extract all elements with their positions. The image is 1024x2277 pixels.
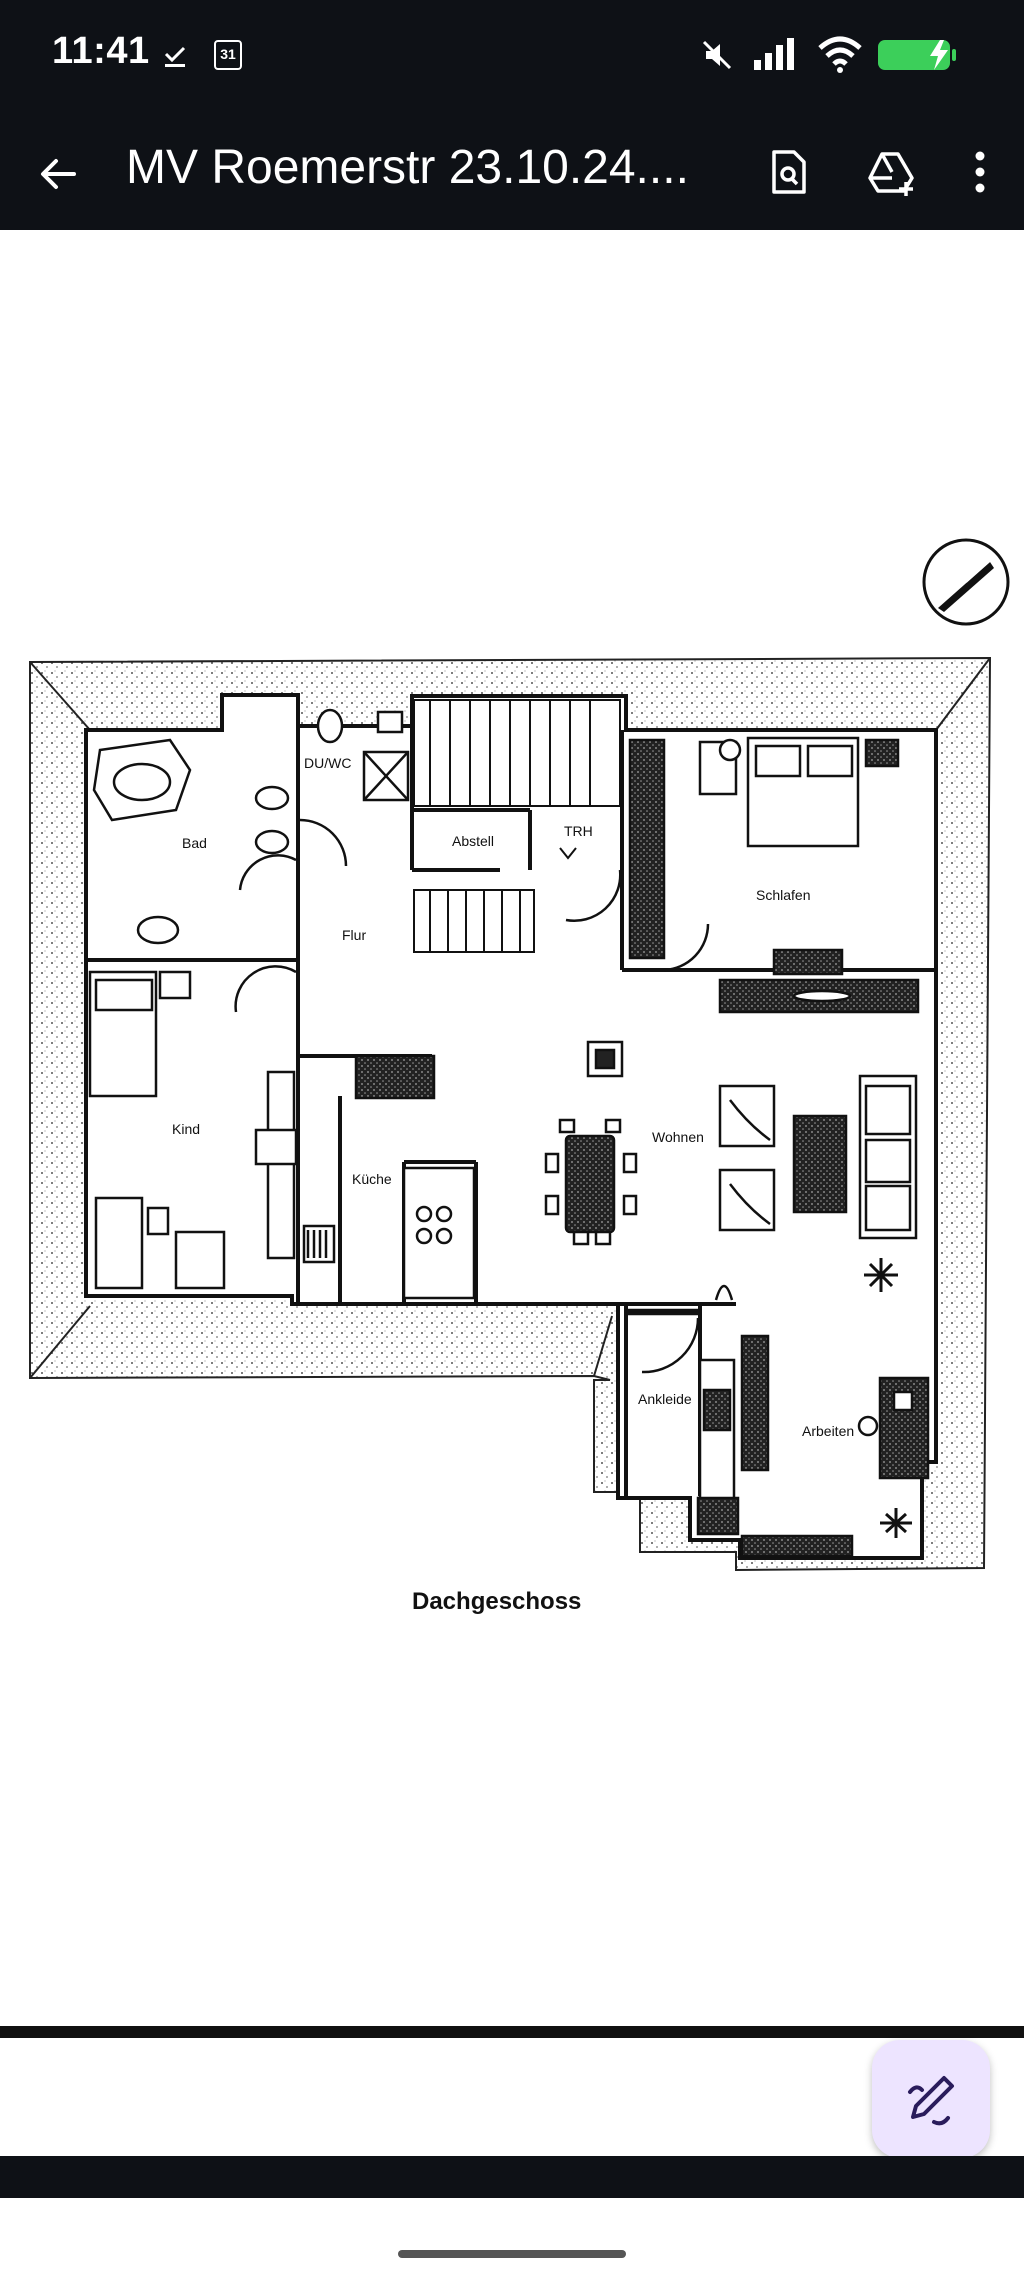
mute-icon: [702, 40, 732, 70]
north-arrow-icon: [922, 538, 1010, 626]
back-arrow-icon[interactable]: [28, 144, 88, 204]
room-label-wohnen: Wohnen: [652, 1129, 704, 1145]
app-bar: MV Roemerstr 23.10.24....: [0, 112, 1024, 230]
status-time: 11:41: [52, 30, 150, 72]
nav-area: [0, 2198, 1024, 2277]
room-label-abstell: Abstell: [452, 833, 494, 849]
download-done-icon: [164, 46, 186, 67]
more-options-icon[interactable]: [950, 142, 1010, 202]
room-label-flur: Flur: [342, 927, 366, 943]
document-page[interactable]: Bad DU/WC Abstell TRH Schlafen Flur Kind…: [0, 230, 1024, 2025]
room-label-du-wc: DU/WC: [304, 755, 351, 771]
plan-caption: Dachgeschoss: [412, 1588, 582, 1615]
calendar-icon: 31: [214, 40, 242, 70]
search-in-document-icon[interactable]: [758, 142, 818, 202]
next-page-area: [0, 2038, 1024, 2156]
status-bar: 11:41 31: [0, 0, 1024, 112]
room-label-ankleide: Ankleide: [638, 1391, 692, 1407]
annotate-button[interactable]: [872, 2040, 990, 2158]
room-label-arbeiten: Arbeiten: [802, 1423, 854, 1439]
document-title: MV Roemerstr 23.10.24....: [126, 141, 689, 194]
plant-icon: [864, 1258, 912, 1538]
room-label-trh: TRH: [564, 823, 593, 839]
room-label-kueche: Küche: [352, 1171, 392, 1187]
room-label-schlafen: Schlafen: [756, 887, 810, 903]
battery-charging-icon: [878, 40, 956, 70]
room-label-kind: Kind: [172, 1121, 200, 1137]
pen-edit-icon: [908, 2076, 954, 2126]
page-divider: [0, 2026, 1024, 2038]
wifi-icon: [818, 36, 862, 73]
signal-icon: [754, 38, 794, 70]
floor-plan: Bad DU/WC Abstell TRH Schlafen Flur Kind…: [29, 538, 1010, 1572]
system-nav-bar: [0, 2156, 1024, 2277]
add-to-drive-icon[interactable]: [862, 142, 922, 202]
calendar-day: 31: [220, 46, 236, 62]
home-indicator[interactable]: [398, 2250, 626, 2258]
room-label-bad: Bad: [182, 835, 207, 851]
